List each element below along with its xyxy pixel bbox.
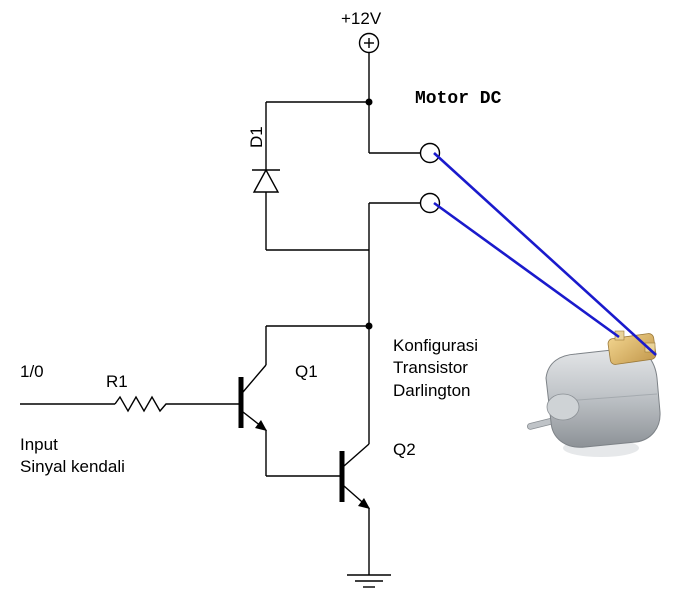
motor-terminal-bottom — [419, 192, 441, 214]
config-line1: Konfigurasi — [393, 336, 478, 355]
resistor-r1 — [114, 395, 171, 413]
input-desc-line1: Input — [20, 435, 58, 454]
circuit-wires — [20, 53, 420, 575]
diode-label: D1 — [247, 126, 266, 148]
diode-d1 — [252, 168, 280, 193]
q1-label: Q1 — [295, 362, 318, 381]
junction-dot — [365, 98, 373, 106]
input-desc-line2: Sinyal kendali — [20, 457, 125, 476]
supply-label: +12V — [341, 9, 382, 28]
transistor-q2 — [339, 443, 370, 509]
ground-icon — [347, 574, 391, 588]
config-line3: Darlington — [393, 381, 471, 400]
junction-dot — [365, 322, 373, 330]
motor-label: Motor DC — [415, 89, 502, 109]
config-line2: Transistor — [393, 358, 468, 377]
q2-label: Q2 — [393, 440, 416, 459]
transistor-q1 — [238, 364, 267, 431]
resistor-label: R1 — [106, 372, 128, 391]
motor-terminal-top — [419, 142, 441, 164]
supply-terminal-icon — [358, 32, 380, 54]
motor-wires — [433, 152, 657, 356]
dc-motor-image — [527, 330, 661, 457]
input-value-label: 1/0 — [20, 362, 44, 381]
